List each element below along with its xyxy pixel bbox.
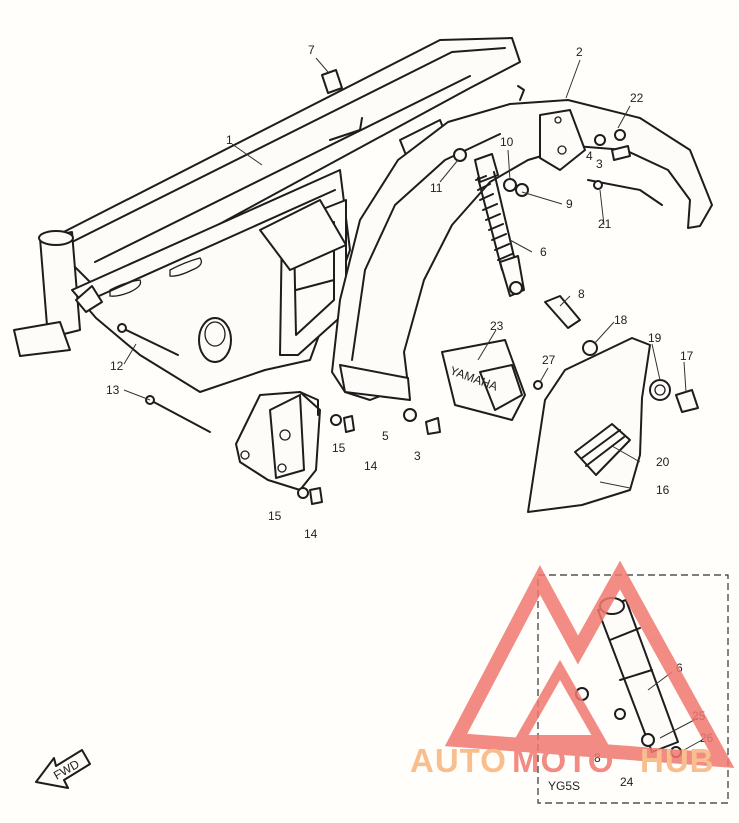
inset-callout-6: 6 (676, 661, 683, 675)
watermark-text-moto: MOTO (512, 742, 614, 779)
callout-10: 10 (500, 135, 514, 149)
callout-2: 2 (576, 45, 583, 59)
rear-shock-absorber (474, 153, 525, 297)
inset-callout-8: 8 (594, 751, 601, 765)
callout-17: 17 (680, 349, 694, 363)
callout-labels: 1 2 3 3 4 5 6 7 8 9 10 11 12 13 14 14 15… (106, 43, 694, 541)
watermark-text-hub: HUB (640, 742, 715, 779)
callout-3-upper: 3 (596, 157, 603, 171)
callout-15-upper: 15 (332, 441, 346, 455)
inset-callout-24: 24 (620, 775, 634, 789)
tool-box-part: YAMAHA (441, 339, 526, 421)
callout-14-upper: 14 (364, 459, 378, 473)
forward-arrow: FWD (35, 749, 91, 789)
callout-19: 19 (648, 331, 662, 345)
watermark-text-auto: AUTO (410, 742, 507, 779)
leader-lines (123, 57, 687, 489)
side-cover-part (527, 337, 651, 513)
hardware-parts (117, 69, 699, 505)
callout-20: 20 (656, 455, 670, 469)
rear-fender-part (331, 85, 713, 401)
callout-14-lower: 14 (304, 527, 318, 541)
inset-title: YG5S (548, 779, 580, 793)
callout-8: 8 (578, 287, 585, 301)
callout-13: 13 (106, 383, 120, 397)
callout-3-lower: 3 (414, 449, 421, 463)
callout-15-lower: 15 (268, 509, 282, 523)
callout-23: 23 (490, 319, 504, 333)
callout-6: 6 (540, 245, 547, 259)
callout-4: 4 (586, 149, 593, 163)
automotohub-watermark: AUTO MOTO HUB (410, 560, 735, 779)
callout-27: 27 (542, 353, 556, 367)
callout-9: 9 (566, 197, 573, 211)
callout-16: 16 (656, 483, 670, 497)
callout-7: 7 (308, 43, 315, 57)
callout-21: 21 (598, 217, 612, 231)
callout-1: 1 (226, 133, 233, 147)
callout-12: 12 (110, 359, 124, 373)
callout-5: 5 (382, 429, 389, 443)
callout-18: 18 (614, 313, 628, 327)
callout-22: 22 (630, 91, 644, 105)
engine-mount-bracket (235, 391, 321, 491)
callout-11: 11 (430, 181, 443, 195)
